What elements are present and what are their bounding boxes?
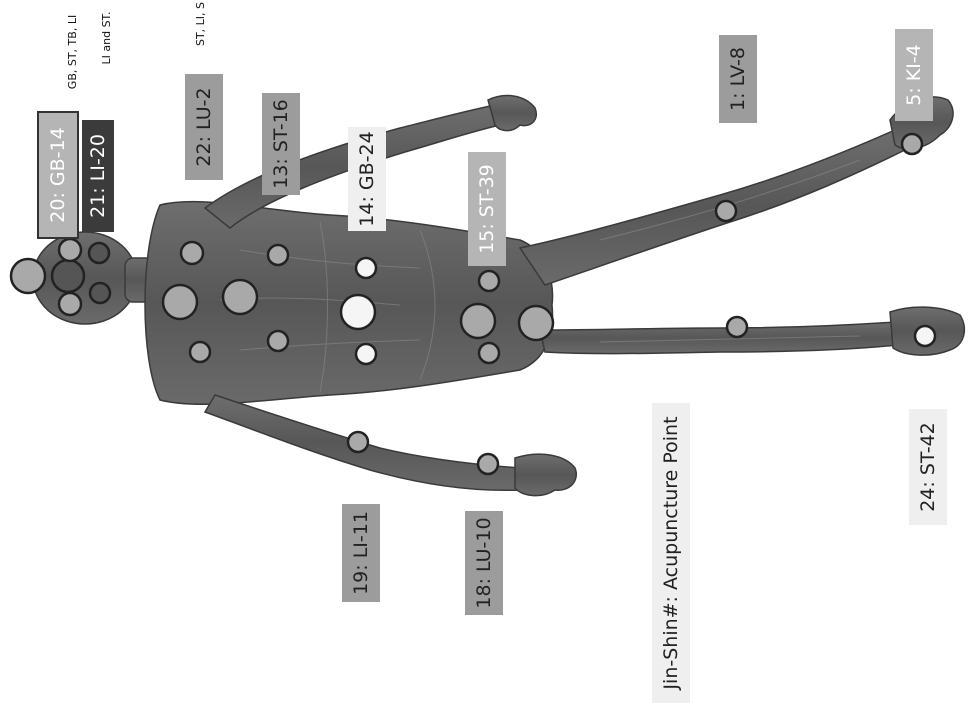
note-st-li: ST, LI, S [190,0,210,59]
point-gb24[interactable] [341,295,375,329]
label-lv8: 1: LV-8 [719,35,757,123]
label-gb24: 14: GB-24 [348,127,386,231]
label-st16: 13: ST-16 [262,93,300,195]
point-gb24-bottom[interactable] [356,344,376,364]
point-lv8-bottom[interactable] [727,317,747,337]
point-head-lower[interactable] [59,293,81,315]
point-gb24-top[interactable] [356,258,376,278]
point-hip[interactable] [519,306,553,340]
point-head-center[interactable] [52,260,84,292]
point-st39[interactable] [461,304,495,338]
point-st39-top[interactable] [479,271,499,291]
label-lu2: 22: LU-2 [185,74,223,180]
point-chest-top[interactable] [268,245,288,265]
point-ki4[interactable] [902,134,922,154]
point-head-upper[interactable] [59,239,81,261]
point-shoulder-top[interactable] [181,242,203,264]
point-lu10[interactable] [478,454,498,474]
point-face-upper[interactable] [89,243,109,263]
point-st42[interactable] [915,326,935,346]
note-li-st: LI and ST. [96,3,116,73]
label-lu10: 18: LU-10 [465,511,503,615]
leg-bottom [540,322,898,354]
label-li11: 19: LI-11 [342,504,380,602]
point-face-lower[interactable] [90,283,110,303]
point-chest-bottom[interactable] [268,331,288,351]
point-head-top[interactable] [11,259,45,293]
note-gb-st-tb: GB, ST, TB, LI [62,7,82,97]
point-li11[interactable] [348,432,368,452]
leg-top [520,130,905,285]
hand-top [488,96,536,131]
point-st16[interactable] [223,280,257,314]
label-li20: 21: LI-20 [82,120,114,232]
label-st42: 24: ST-42 [909,409,947,525]
label-gb14: 20: GB-14 [37,111,79,239]
hand-bottom [515,454,576,495]
point-lv8-top[interactable] [716,201,736,221]
label-ki4: 5: KI-4 [895,29,933,121]
legend-label: Jin-Shin#: Acupuncture Point [652,403,690,703]
point-st39-bottom[interactable] [479,343,499,363]
point-shoulder-bottom[interactable] [190,342,210,362]
point-lu2[interactable] [163,285,197,319]
label-st39: 15: ST-39 [468,152,506,266]
